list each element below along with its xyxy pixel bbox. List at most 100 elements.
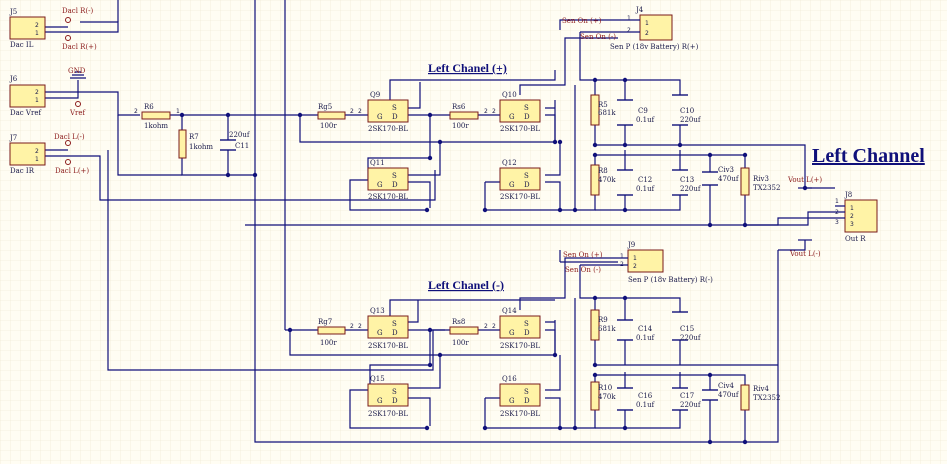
connector-j9[interactable]: 1 2 1 2 J9 Sen P (18v Battery) R(-): [618, 241, 713, 284]
port-marker: [65, 140, 71, 146]
junction: [482, 425, 488, 431]
junction: [225, 172, 231, 178]
resistor-r8[interactable]: R8 470k: [590, 164, 616, 196]
transistor-ref: Q14: [502, 307, 517, 315]
pin-g: G: [377, 329, 383, 337]
transistor-ref: Q13: [370, 307, 385, 315]
capacitor-c16[interactable]: C16 0.1uf: [617, 387, 656, 411]
pin-g: G: [377, 181, 383, 189]
pin-number: 1: [633, 255, 637, 262]
transistor-ref: Q11: [370, 159, 385, 167]
connector-j4[interactable]: 1 2 1 2 J4 Sen P (18v Battery) R(+): [610, 6, 699, 51]
jfet-q11[interactable]: S G D Q11 2SK170-BL: [367, 159, 409, 201]
jfet-q16[interactable]: S G D Q16 2SK170-BL: [499, 375, 541, 418]
connector-name: Sen P (18v Battery) R(+): [610, 43, 699, 51]
resistor-r6[interactable]: R6 1kohm 2 1: [134, 103, 180, 130]
capacitor-c10[interactable]: C10 220uf: [672, 94, 702, 126]
capacitor-c17[interactable]: C17 220uf: [672, 387, 702, 411]
jfet-q9[interactable]: S G D Q9 2SK170-BL: [367, 91, 409, 133]
connector-j7[interactable]: 2 1 J7 Dac IR: [9, 134, 46, 175]
pin-s: S: [524, 172, 529, 180]
transistor-ref: Q16: [502, 375, 517, 383]
pin-s: S: [392, 104, 397, 112]
pin-s: S: [524, 104, 529, 112]
resistor-ref: R7: [189, 133, 199, 141]
connector-j8[interactable]: 1 2 3 1 2 3 J8 Out R: [835, 191, 878, 243]
resistor-rg7[interactable]: Rg7 100r 2 2: [317, 318, 362, 347]
capacitor-ref: C9: [638, 107, 648, 115]
resistor-rs8[interactable]: Rs8 100r 2 2: [449, 318, 496, 347]
capacitor-c11[interactable]: 220uf C11: [220, 131, 251, 151]
capacitor-ref: C12: [638, 176, 652, 184]
resistor-r5[interactable]: R5 681k: [590, 94, 616, 126]
jfet-q15[interactable]: S G D Q15 2SK170-BL: [367, 375, 409, 418]
junction: [552, 139, 558, 145]
capacitor-value: 0.1uf: [636, 334, 656, 342]
resistor-r9[interactable]: R9 681k: [590, 309, 616, 341]
resistor-rs6[interactable]: Rs6 100r 2 2: [449, 103, 496, 130]
capacitor-value: 0.1uf: [636, 401, 656, 409]
resistor-riv4[interactable]: Riv4 TX2352: [740, 384, 780, 411]
resistor-ref: R9: [598, 316, 608, 324]
junction: [622, 425, 628, 431]
capacitor-c15[interactable]: C15 220uf: [672, 311, 702, 342]
capacitor-c12[interactable]: C12 0.1uf: [617, 169, 656, 196]
port-marker: [65, 35, 71, 41]
connector-name: Sen P (18v Battery) R(-): [628, 276, 713, 284]
pin-number: 2: [35, 148, 39, 155]
pin-number: 2: [850, 213, 854, 220]
junction: [707, 222, 713, 228]
pin-number: 2: [35, 22, 39, 29]
pin-s: S: [524, 320, 529, 328]
connector-ref: J5: [9, 8, 17, 16]
pin-d: D: [392, 113, 398, 121]
junction: [424, 207, 430, 213]
capacitor-c9[interactable]: C9 0.1uf: [617, 99, 656, 126]
connector-ref: J4: [635, 6, 644, 14]
junction: [742, 152, 748, 158]
junction: [592, 152, 598, 158]
capacitor-c14[interactable]: C14 0.1uf: [617, 319, 656, 342]
capacitor-c13[interactable]: C13 220uf: [672, 169, 702, 196]
pin-s: S: [392, 388, 397, 396]
resistor-r10[interactable]: R10 470k: [590, 381, 616, 411]
pin-g: G: [377, 397, 383, 405]
jfet-q14[interactable]: S G D Q14 2SK170-BL: [499, 307, 541, 350]
capacitor-value: 220uf: [680, 185, 702, 193]
connector-j5[interactable]: 2 1 J5 Dac IL: [9, 8, 46, 49]
pin-number: 1: [176, 108, 180, 115]
resistor-ref: Riv3: [753, 175, 769, 183]
net-label: Vout L(-): [789, 250, 821, 258]
pin-number: 2: [350, 108, 354, 115]
jfet-q12[interactable]: S G D Q12 2SK170-BL: [499, 159, 541, 201]
net-label: Dacl L(-): [54, 133, 85, 141]
capacitor-ref: C17: [680, 392, 694, 400]
resistor-riv3[interactable]: Riv3 TX2352: [740, 167, 780, 196]
resistor-r7[interactable]: R7 1kohm: [178, 129, 213, 159]
junction: [592, 142, 598, 148]
capacitor-civ4[interactable]: Civ4 470uf: [702, 382, 740, 401]
pin-d: D: [392, 181, 398, 189]
junction: [287, 327, 293, 333]
capacitor-ref: C13: [680, 176, 694, 184]
junction: [622, 207, 628, 213]
net-label: Sen On (+): [563, 251, 603, 259]
capacitor-ref: C11: [235, 142, 249, 150]
capacitor-civ3[interactable]: Civ3 470uf: [702, 166, 740, 186]
section-title-plus: Left Chanel (+): [428, 61, 507, 75]
net-label: Sen On (-): [580, 33, 616, 41]
transistor-ref: Q12: [502, 159, 517, 167]
resistor-rg5[interactable]: Rg5 100r 2 2: [317, 103, 362, 130]
connector-name: Out R: [845, 235, 866, 243]
pin-g: G: [509, 329, 515, 337]
jfet-q13[interactable]: S G D Q13 2SK170-BL: [367, 307, 409, 350]
pin-d: D: [524, 397, 530, 405]
pin-s: S: [392, 320, 397, 328]
connector-ref: J6: [9, 75, 18, 83]
resistor-value: 681k: [598, 109, 616, 117]
connector-j6[interactable]: 2 1 J6 Dac Vref: [9, 75, 46, 117]
junction: [742, 439, 748, 445]
jfet-q10[interactable]: S G D Q10 2SK170-BL: [499, 91, 541, 133]
